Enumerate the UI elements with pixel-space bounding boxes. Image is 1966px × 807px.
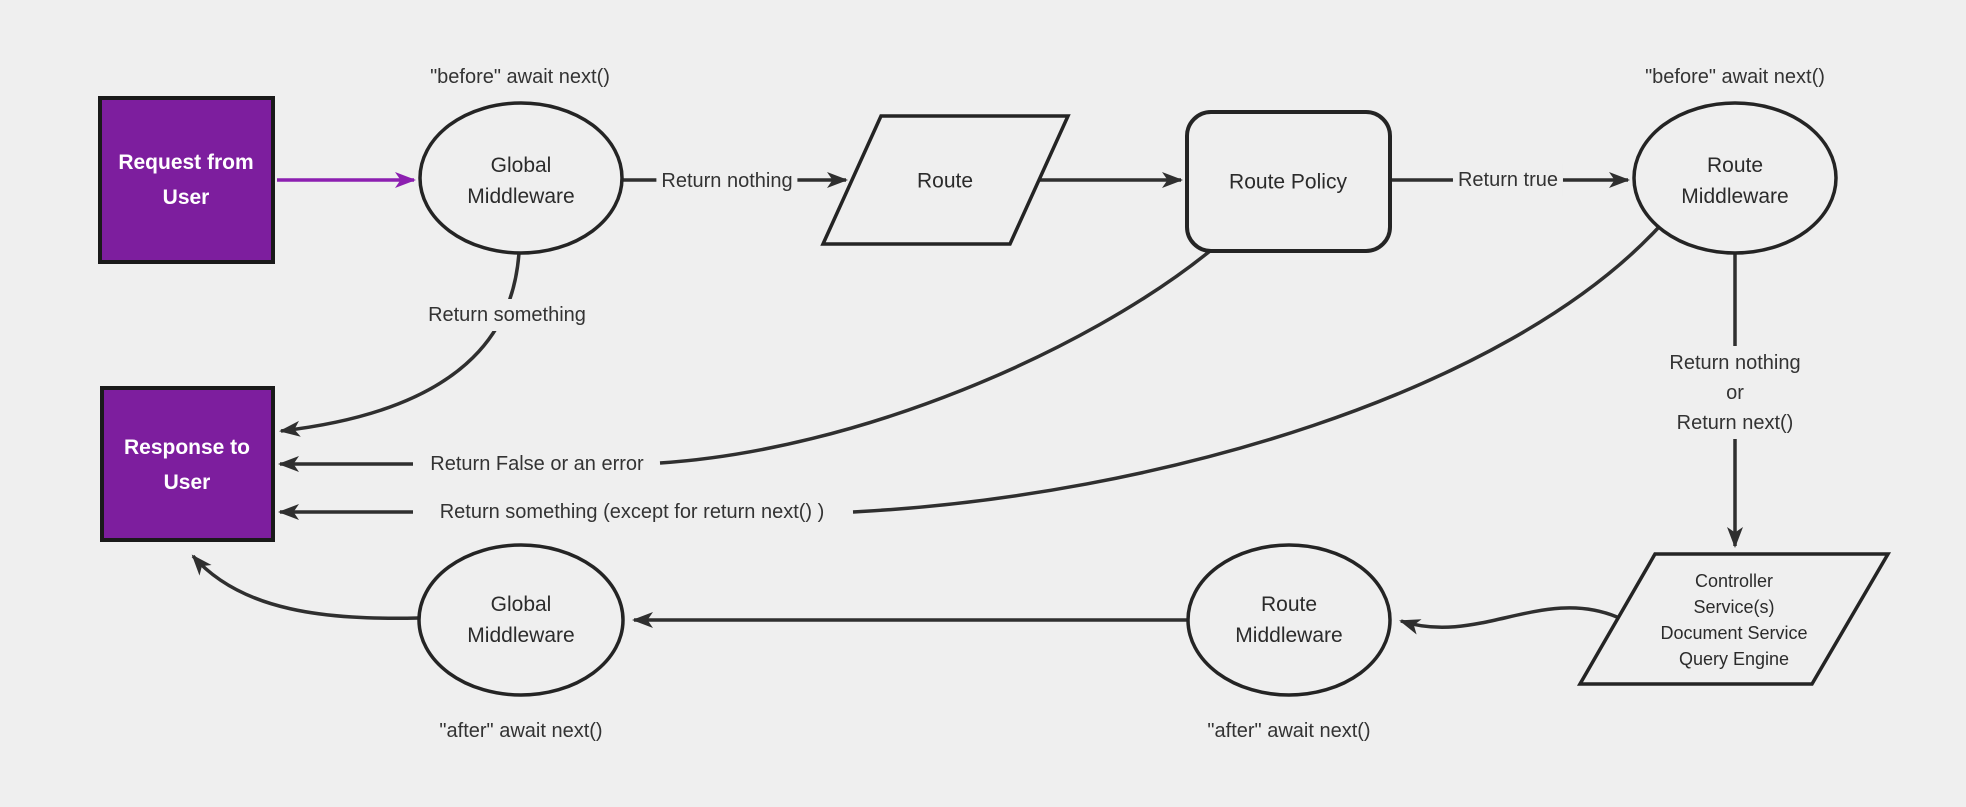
route-label: Route	[916, 169, 974, 193]
request-from-user-box	[98, 96, 275, 264]
request-from-user-label: Request from User	[118, 145, 253, 215]
after-await-next-global-label: "after" await next()	[439, 720, 603, 742]
edge-routemw-to-response-curve	[852, 226, 1660, 514]
edge-global-to-response	[279, 252, 521, 437]
request-label-line2: User	[162, 186, 210, 209]
route-middleware-top-label: Route Middleware	[1681, 154, 1789, 208]
after-await-next-route-label: "after" await next()	[1207, 720, 1371, 742]
global-middleware-top-label: Global Middleware	[467, 154, 575, 208]
edge-global-bottom-to-response	[191, 554, 420, 620]
return-something-except-label: Return something (except for return next…	[434, 496, 830, 528]
edge-controller-to-routemw-bottom	[1399, 606, 1618, 635]
return-nothing-or-next-label: Return nothing or Return next()	[1664, 347, 1806, 439]
route-policy-box	[1185, 110, 1392, 253]
global-middleware-top-ellipse	[418, 101, 624, 255]
controller-services-label: Controller Service(s) Document Service Q…	[1660, 571, 1808, 669]
route-policy-label: Route Policy	[1229, 170, 1347, 194]
before-await-next-global-label: "before" await next()	[430, 66, 610, 88]
before-await-next-route-label: "before" await next()	[1645, 66, 1825, 88]
route-middleware-top-ellipse	[1632, 101, 1838, 255]
route-middleware-bottom-ellipse	[1186, 543, 1392, 697]
return-true-label: Return true	[1452, 164, 1564, 196]
response-to-user-label: Response to User	[123, 436, 251, 494]
global-middleware-bottom-ellipse	[417, 543, 625, 697]
edge-policy-to-response-curve	[659, 249, 1212, 465]
return-false-or-error-label: Return False or an error	[425, 448, 649, 480]
route-parallelogram	[820, 114, 1071, 246]
route-middleware-bottom-label: Route Middleware	[1235, 593, 1343, 647]
controller-services-parallelogram	[1576, 552, 1892, 686]
return-something-label: Return something	[423, 299, 591, 331]
return-nothing-label: Return nothing	[656, 165, 798, 197]
response-to-user-box	[100, 386, 275, 542]
request-label-line1: Request from	[118, 151, 254, 174]
global-middleware-bottom-label: Global Middleware	[467, 593, 575, 647]
